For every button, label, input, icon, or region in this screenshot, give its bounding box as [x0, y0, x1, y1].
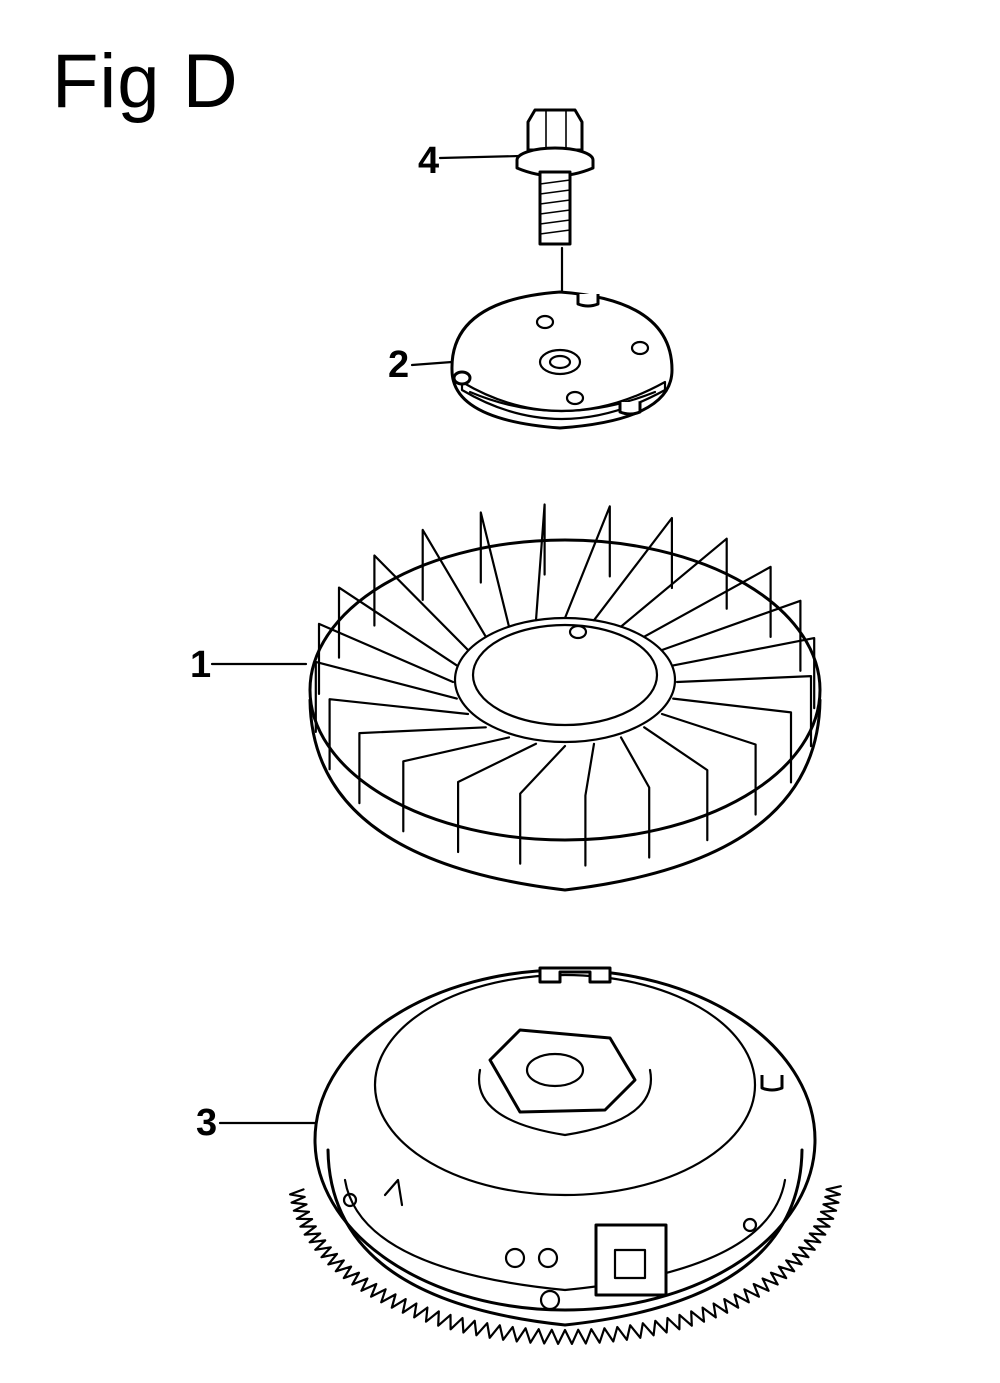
fan-blade: [563, 505, 611, 620]
callout-1: 1: [190, 644, 212, 686]
fan-blade: [328, 698, 470, 771]
fan-blade: [672, 637, 816, 710]
callout-4: 4: [418, 140, 440, 182]
fan-blade: [584, 742, 596, 867]
fan-blade: [314, 660, 458, 733]
fan-blades: [314, 503, 816, 867]
fan-blade: [660, 712, 757, 816]
figure-title: Fig D: [52, 39, 239, 124]
fan-blade: [619, 736, 651, 859]
cooling-fan-icon: [308, 503, 822, 892]
fan-blade: [479, 511, 511, 628]
fan-blade: [592, 516, 673, 622]
leader-line-2: [410, 360, 454, 367]
fan-blade: [421, 528, 487, 638]
fan-blade: [457, 742, 538, 854]
fan-blade: [672, 697, 793, 784]
leader-line-4: [438, 154, 522, 160]
fan-blade: [317, 622, 455, 695]
fan-blade: [534, 503, 546, 622]
fan-blade: [619, 537, 728, 628]
callout-3: 3: [196, 1102, 218, 1144]
flywheel-ring-gear-icon: [289, 966, 842, 1345]
leader-lines: [210, 154, 564, 1125]
fan-blade: [358, 726, 487, 805]
flange-bolt-icon: [515, 108, 595, 246]
fan-blade: [519, 744, 567, 865]
fan-blade: [643, 565, 772, 638]
fan-blade: [660, 599, 802, 672]
fan-blade: [337, 586, 458, 667]
fan-blade: [643, 726, 709, 842]
ring-gear-teeth: [289, 1185, 842, 1345]
fan-blade: [675, 675, 813, 748]
fan-blade: [402, 736, 511, 833]
fan-blade: [373, 554, 470, 652]
callout-2: 2: [388, 344, 410, 386]
starter-pulley-plate-icon: [450, 290, 674, 430]
